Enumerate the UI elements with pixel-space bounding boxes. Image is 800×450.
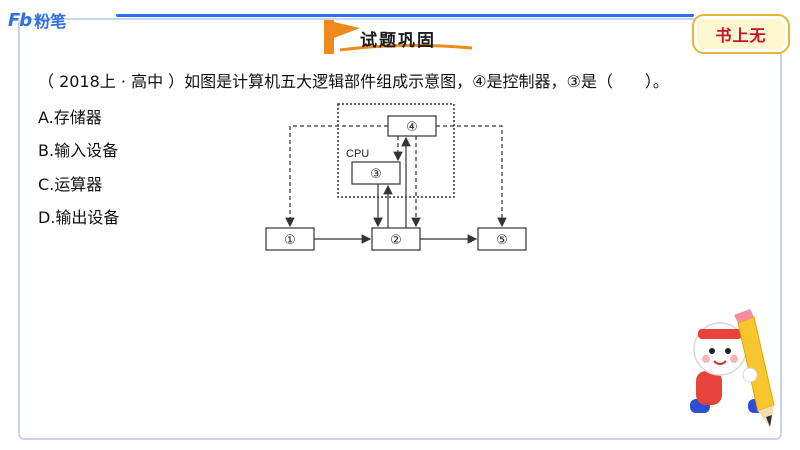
node-1-label: ① [284,233,296,248]
node-3-label: ③ [370,167,382,182]
node-2-label: ② [390,233,402,248]
stamp-label: 书上无 [715,26,767,45]
option-c[interactable]: C.运算器 [38,175,103,194]
node-4-label: ④ [406,120,418,135]
cpu-label: CPU [346,148,369,160]
header-divider [116,14,694,17]
control-4-to-5 [436,125,507,228]
flag-banner [324,20,473,54]
option-a[interactable]: A.存储器 [38,108,102,127]
brand-mark: Fb [8,9,32,31]
control-4-to-1 [285,125,388,228]
brand-name: 粉笔 [34,12,67,31]
option-b[interactable]: B.输入设备 [38,141,119,160]
node-5-label: ⑤ [496,233,508,248]
box-3 [351,161,401,185]
flag-pole [324,20,334,54]
flag-icon [334,22,360,38]
pencil-mascot-icon [690,309,775,427]
underline-swoosh [339,43,473,52]
option-d[interactable]: D.输出设备 [38,208,120,227]
box-5 [477,227,527,251]
stamp-badge: 书上无 [692,14,790,54]
cpu-boundary [337,103,455,198]
top-bar: Fb 粉笔 [0,0,800,40]
brand-logo: Fb 粉笔 [8,8,66,32]
section-title: 试题巩固 [360,31,436,51]
question-text: （ 2018上 · 高中 ）如图是计算机五大逻辑部件组成示意图，④是控制器，③是… [38,72,669,91]
